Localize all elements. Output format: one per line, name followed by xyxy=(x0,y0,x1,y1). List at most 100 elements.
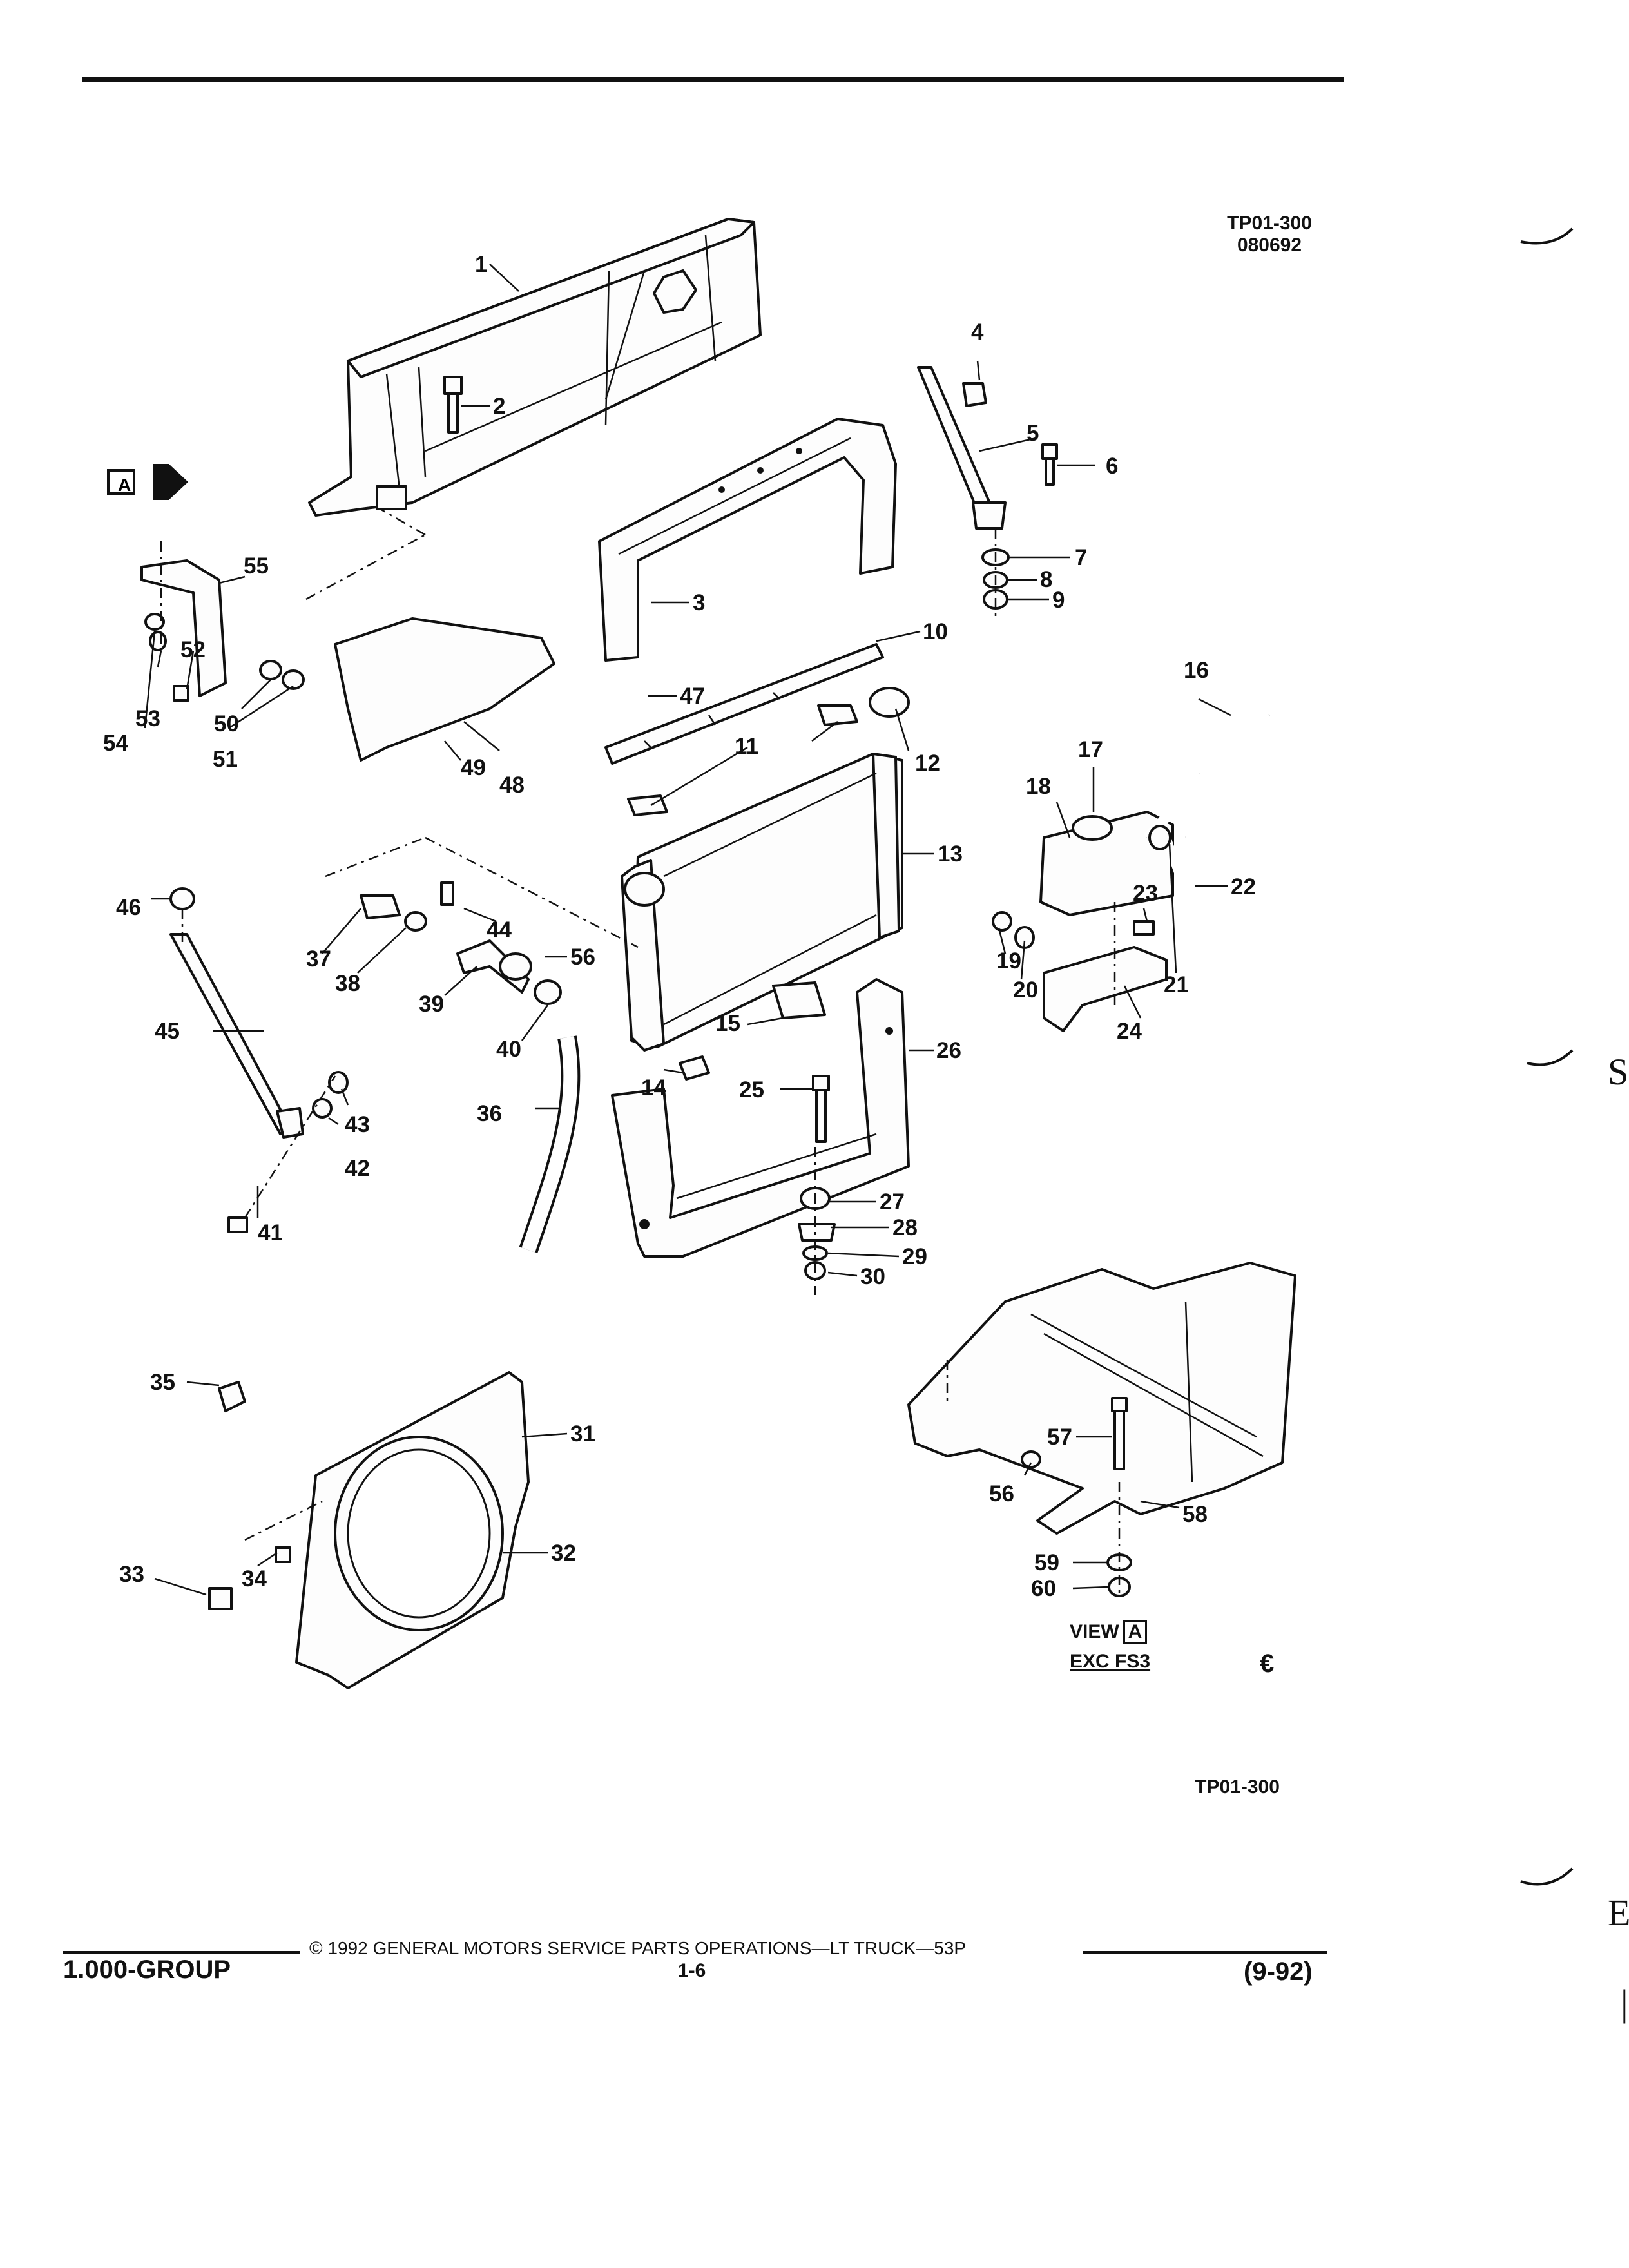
callout-10: 10 xyxy=(923,619,948,644)
edge-bar: | xyxy=(1621,1982,1628,2024)
callout-28: 28 xyxy=(892,1215,918,1240)
fan-shroud xyxy=(208,1371,530,1689)
view-a-arrow xyxy=(107,464,188,500)
callout-15: 15 xyxy=(715,1011,740,1036)
callout-43: 43 xyxy=(345,1112,370,1137)
callout-21: 21 xyxy=(1164,972,1189,997)
footer-revision: (9-92) xyxy=(1244,1957,1313,1986)
callout-9: 9 xyxy=(1052,588,1065,613)
callout-31: 31 xyxy=(570,1421,595,1446)
footer-rule-right xyxy=(1083,1951,1327,1954)
callout-53: 53 xyxy=(135,706,160,731)
callout-1: 1 xyxy=(475,252,487,277)
reservoir-bracket xyxy=(1043,902,1168,1032)
callout-labels: 1 2 3 4 5 6 7 8 9 10 11 12 13 14 15 16 1… xyxy=(103,252,1256,1601)
view-a-note: EXC FS3 xyxy=(1070,1651,1151,1672)
callout-18: 18 xyxy=(1026,774,1051,799)
lower-hose xyxy=(519,1035,581,1253)
edge-letter-e: E xyxy=(1608,1892,1629,1934)
callout-8: 8 xyxy=(1040,567,1052,592)
radiator-support-frame xyxy=(598,418,897,662)
callout-49: 49 xyxy=(461,755,486,780)
figure-code-block: TP01-300 080692 xyxy=(1218,213,1321,256)
callout-56-upper: 56 xyxy=(570,945,595,970)
callout-45: 45 xyxy=(155,1019,180,1044)
footer-page-number: 1-6 xyxy=(678,1960,706,1981)
callout-27: 27 xyxy=(880,1189,905,1215)
callout-58: 58 xyxy=(1182,1502,1208,1527)
callout-11: 11 xyxy=(735,734,758,759)
callout-19: 19 xyxy=(996,948,1021,974)
callout-29: 29 xyxy=(902,1244,927,1269)
callout-42: 42 xyxy=(345,1156,370,1181)
callout-57: 57 xyxy=(1047,1425,1072,1450)
frame-rail-view-a xyxy=(907,1262,1296,1598)
figure-date-code: 080692 xyxy=(1237,235,1302,256)
callout-56-view-a: 56 xyxy=(989,1481,1014,1506)
overflow-hose xyxy=(1182,710,1310,843)
callout-24: 24 xyxy=(1117,1019,1142,1044)
callout-55: 55 xyxy=(244,553,269,579)
callout-39: 39 xyxy=(419,992,444,1017)
callout-14: 14 xyxy=(641,1075,666,1100)
callout-13: 13 xyxy=(938,841,963,867)
callout-40: 40 xyxy=(496,1037,521,1062)
footer-group: 1.000-GROUP xyxy=(63,1956,231,1984)
callout-16: 16 xyxy=(1184,658,1209,683)
callout-5: 5 xyxy=(1027,421,1039,446)
callout-36: 36 xyxy=(477,1101,502,1126)
callout-20: 20 xyxy=(1013,977,1038,1003)
callout-25: 25 xyxy=(739,1077,764,1102)
radiator-support-lower xyxy=(611,978,910,1258)
radiator-seal xyxy=(604,643,884,765)
callout-2: 2 xyxy=(493,394,505,419)
reservoir-hose xyxy=(992,825,1197,949)
view-a-arrow-label: A xyxy=(118,475,131,495)
callout-33: 33 xyxy=(119,1562,144,1587)
callout-4: 4 xyxy=(971,320,984,345)
radiator xyxy=(621,753,903,1052)
footer-copyright: © 1992 GENERAL MOTORS SERVICE PARTS OPER… xyxy=(309,1938,967,1958)
callout-22: 22 xyxy=(1231,874,1256,899)
callout-52: 52 xyxy=(180,637,206,662)
callout-44: 44 xyxy=(487,918,512,943)
lower-insulator xyxy=(772,981,826,1019)
callout-48: 48 xyxy=(499,773,525,798)
callout-59: 59 xyxy=(1034,1550,1059,1575)
brace-assembly xyxy=(917,366,1058,619)
callout-60: 60 xyxy=(1031,1576,1056,1601)
lower-mount-hardware xyxy=(798,1075,836,1295)
figure-code: TP01-300 xyxy=(1227,213,1312,234)
callout-50: 50 xyxy=(214,711,239,736)
callout-51: 51 xyxy=(213,747,238,772)
callout-54: 54 xyxy=(103,731,128,756)
callout-41: 41 xyxy=(258,1220,283,1245)
callout-30: 30 xyxy=(860,1264,885,1289)
callout-6: 6 xyxy=(1106,454,1118,479)
callout-35: 35 xyxy=(150,1370,175,1395)
view-caption-letter: A xyxy=(1123,1620,1148,1644)
callout-3: 3 xyxy=(693,590,705,615)
callout-38: 38 xyxy=(335,971,360,996)
figure-mark: € xyxy=(1260,1649,1275,1678)
edge-letter-s: S xyxy=(1608,1051,1629,1093)
callout-12: 12 xyxy=(915,751,940,776)
top-rule xyxy=(82,77,1344,82)
radiator-support-upper xyxy=(308,218,762,517)
figure-code-bottom: TP01-300 xyxy=(1195,1776,1280,1798)
leader-lines xyxy=(144,264,1231,1596)
drain-cock xyxy=(679,1055,710,1081)
edge-tick-1 xyxy=(1520,227,1574,245)
edge-tick-3 xyxy=(1520,1867,1574,1886)
edge-tick-2 xyxy=(1527,1049,1574,1066)
callout-23: 23 xyxy=(1133,881,1158,906)
callout-26: 26 xyxy=(936,1038,961,1063)
callout-32: 32 xyxy=(551,1541,576,1566)
callout-7: 7 xyxy=(1075,545,1087,570)
left-mount-bracket xyxy=(140,508,555,762)
callout-46: 46 xyxy=(116,895,141,920)
bolt-2 xyxy=(443,376,463,434)
callout-34: 34 xyxy=(242,1566,267,1591)
